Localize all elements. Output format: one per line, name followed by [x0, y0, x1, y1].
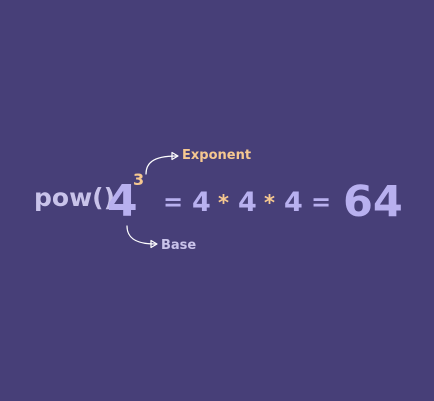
multiply-operator-2: *: [264, 191, 275, 215]
equals-sign-2: =: [311, 188, 332, 216]
base-label: Base: [161, 238, 197, 253]
exponent-arrow-curve: [145, 155, 177, 175]
function-label: pow(): [34, 183, 116, 212]
exponent-number: 3: [133, 170, 145, 189]
exponent-arrow-head-icon: [171, 151, 179, 161]
factor-2: 4: [238, 187, 257, 218]
base-arrow-head-icon: [150, 239, 158, 249]
result-number: 64: [343, 177, 403, 227]
equals-sign-1: =: [163, 188, 184, 216]
base-number: 4: [107, 176, 138, 227]
factor-3: 4: [284, 187, 303, 218]
exponent-label: Exponent: [182, 148, 252, 163]
base-arrow-curve: [126, 225, 156, 245]
factor-1: 4: [192, 187, 211, 218]
multiply-operator-1: *: [218, 191, 229, 215]
